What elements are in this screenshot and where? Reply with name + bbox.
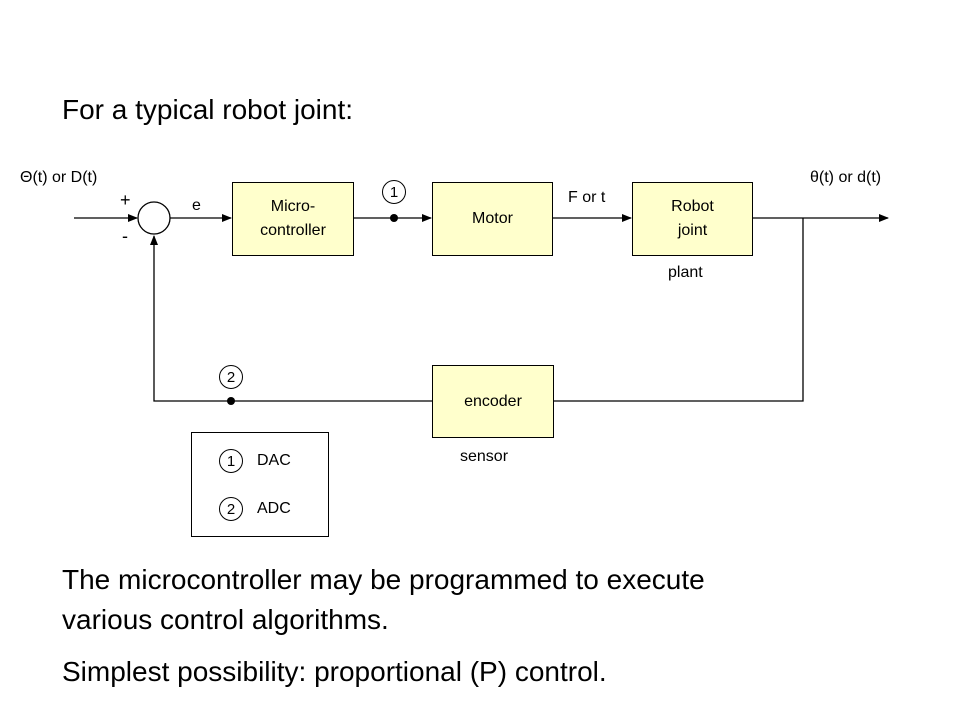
microcontroller-label-line2: controller [260, 222, 326, 239]
description-paragraph: The microcontroller may be programmed to… [62, 560, 705, 640]
legend-item-adc: 2 ADC [219, 497, 291, 521]
output-label: θ(t) or d(t) [810, 169, 882, 186]
description-line-2: various control algorithms. [62, 604, 389, 635]
dac-point [390, 214, 398, 222]
microcontroller-label-line1: Micro- [270, 198, 316, 215]
signal-label: F or t [568, 189, 606, 206]
marker-2: 2 [219, 365, 243, 389]
encoder-block: encoder [432, 365, 554, 438]
legend-marker-2: 2 [219, 497, 243, 521]
plus-sign: + [120, 190, 131, 210]
minus-sign: - [122, 226, 128, 246]
error-label: e [192, 197, 201, 214]
robot-joint-block: Robot joint [632, 182, 753, 256]
legend-label-adc: ADC [257, 500, 291, 517]
page-heading: For a typical robot joint: [62, 94, 354, 125]
motor-block: Motor [432, 182, 553, 256]
legend-item-dac: 1 DAC [219, 449, 291, 473]
microcontroller-block: Micro- controller [232, 182, 354, 256]
motor-label: Motor [472, 210, 513, 227]
sensor-label: sensor [460, 448, 509, 465]
feedback-to-junction [150, 235, 432, 402]
robot-joint-label-line2: joint [677, 222, 708, 239]
summing-junction [137, 201, 171, 235]
simplest-possibility-text: Simplest possibility: proportional (P) c… [62, 656, 607, 687]
plant-label: plant [668, 264, 703, 281]
legend-box: 1 DAC 2 ADC [191, 432, 329, 537]
adc-point [227, 397, 235, 405]
encoder-label: encoder [464, 392, 522, 410]
robot-joint-label-line1: Robot [671, 198, 714, 215]
feedback-to-encoder [554, 218, 804, 402]
input-label: Θ(t) or D(t) [20, 169, 98, 186]
legend-marker-1: 1 [219, 449, 243, 473]
legend-label-dac: DAC [257, 452, 291, 469]
marker-1: 1 [382, 180, 406, 204]
description-line-1: The microcontroller may be programmed to… [62, 564, 705, 595]
